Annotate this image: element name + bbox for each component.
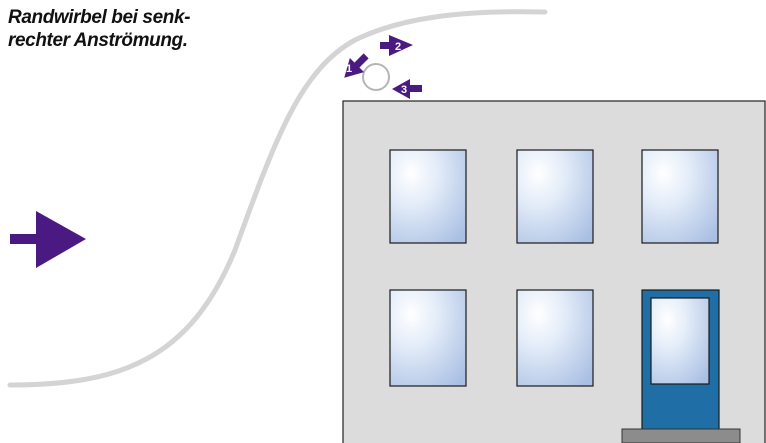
window xyxy=(516,149,594,244)
window xyxy=(516,289,594,387)
marker-number-2: 2 xyxy=(395,41,401,53)
figure-caption: Randwirbel bei senk- rechter Anströmung. xyxy=(8,6,238,52)
vortex-arrow-1: 1 xyxy=(344,53,369,78)
window xyxy=(389,149,467,244)
entrance-step xyxy=(621,428,741,443)
caption-line-2: rechter Anströmung. xyxy=(8,30,188,51)
caption-line-1: Randwirbel bei senk- xyxy=(8,7,191,28)
window xyxy=(389,289,467,387)
marker-number-1: 1 xyxy=(346,63,352,75)
vortex-arrow-2: 2 xyxy=(380,35,413,56)
wind-direction-arrow xyxy=(10,211,86,268)
flow-streamline xyxy=(7,9,548,388)
vortex-arrow-3: 3 xyxy=(392,79,422,99)
vortex-circle xyxy=(362,63,390,91)
door-window xyxy=(650,297,710,385)
entrance-door xyxy=(641,289,720,431)
window xyxy=(641,149,719,244)
marker-number-3: 3 xyxy=(401,84,407,96)
